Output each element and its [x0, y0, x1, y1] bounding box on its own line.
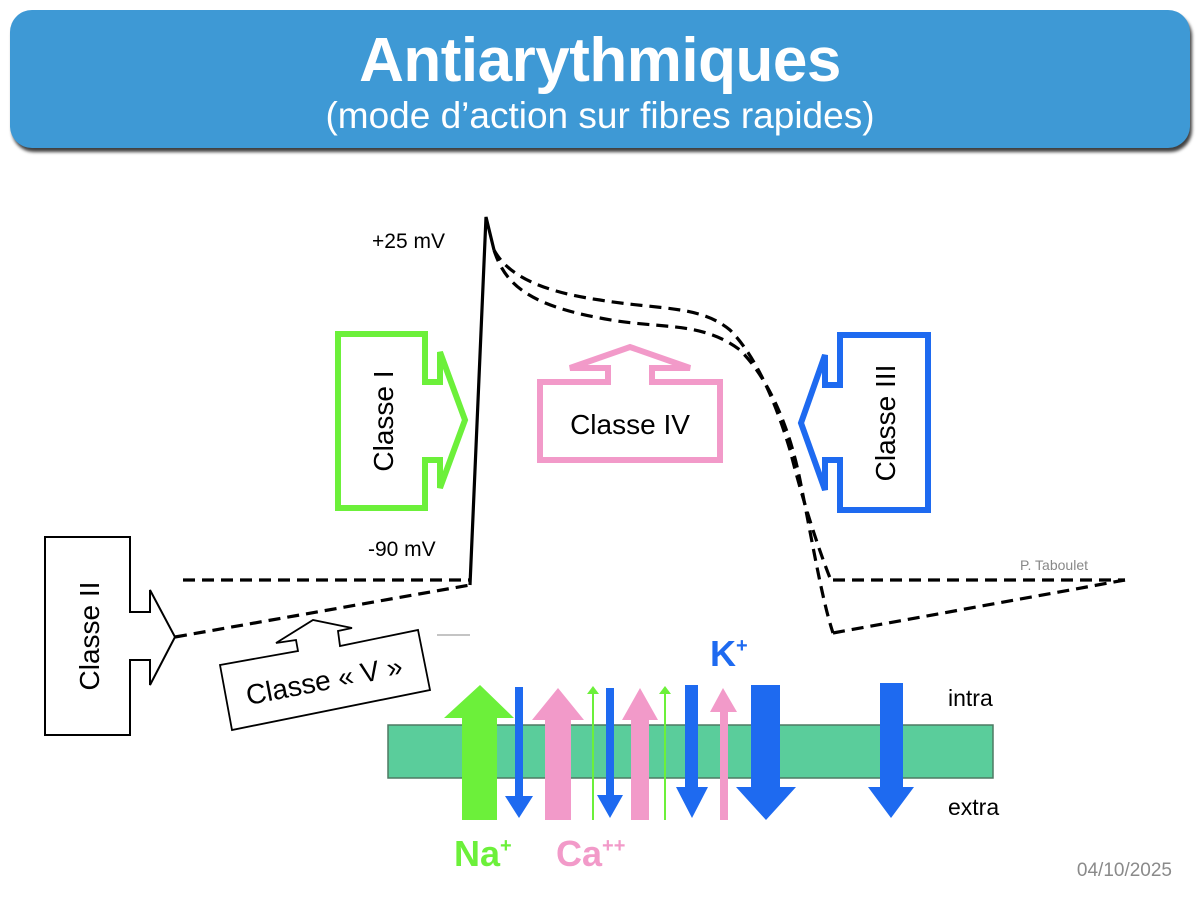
calcium-influx-arrow-3 [710, 688, 737, 820]
normal-repolarisation-curve [492, 249, 832, 579]
potassium-label: K+ [710, 633, 748, 674]
intracellular-label: intra [948, 685, 993, 711]
class-5-arrow: Classe « V » [218, 619, 432, 732]
class-4-arrow: Classe IV [537, 343, 723, 463]
calcium-influx-arrow-1 [532, 688, 584, 820]
diastolic-slope-right [832, 578, 1126, 635]
prolonged-repolarisation-curve [492, 249, 835, 634]
calcium-label: Ca++ [556, 833, 625, 874]
slide-date: 04/10/2025 [1076, 860, 1172, 881]
class-2-label: Classe II [74, 582, 105, 691]
author-credit: P. Taboulet [1020, 557, 1088, 573]
class-3-label: Classe III [870, 365, 901, 482]
sodium-thin-arrow-2 [659, 686, 671, 820]
title-banner: Antiarythmiques (mode d’action sur fibre… [10, 10, 1190, 148]
class-4-label: Classe IV [570, 409, 690, 440]
potassium-efflux-arrow-1 [505, 687, 533, 818]
slide-subtitle: (mode d’action sur fibres rapides) [325, 95, 875, 136]
potassium-efflux-arrow-4 [736, 685, 796, 820]
potassium-efflux-arrow-5 [868, 683, 914, 818]
class-1-arrow: Classe I [335, 331, 469, 511]
upstroke-line [468, 216, 496, 586]
class-2-arrow: Classe II [44, 536, 177, 736]
voltage-label-top: +25 mV [372, 230, 445, 253]
slide-title: Antiarythmiques [359, 26, 841, 95]
diastolic-slope-left [174, 583, 471, 639]
sodium-label: Na+ [454, 833, 512, 874]
class-3-arrow: Classe III [797, 332, 931, 513]
action-potential-curves [174, 216, 1126, 639]
potassium-efflux-arrow-3 [676, 685, 708, 818]
calcium-influx-arrow-2 [622, 688, 658, 820]
ion-flux-arrows [444, 683, 914, 820]
extracellular-label: extra [948, 794, 999, 820]
sodium-thin-arrow-1 [587, 686, 599, 820]
sodium-influx-arrow [444, 685, 514, 820]
voltage-label-rest: -90 mV [368, 538, 436, 561]
potassium-efflux-arrow-2 [597, 688, 623, 818]
class-1-label: Classe I [368, 370, 399, 471]
